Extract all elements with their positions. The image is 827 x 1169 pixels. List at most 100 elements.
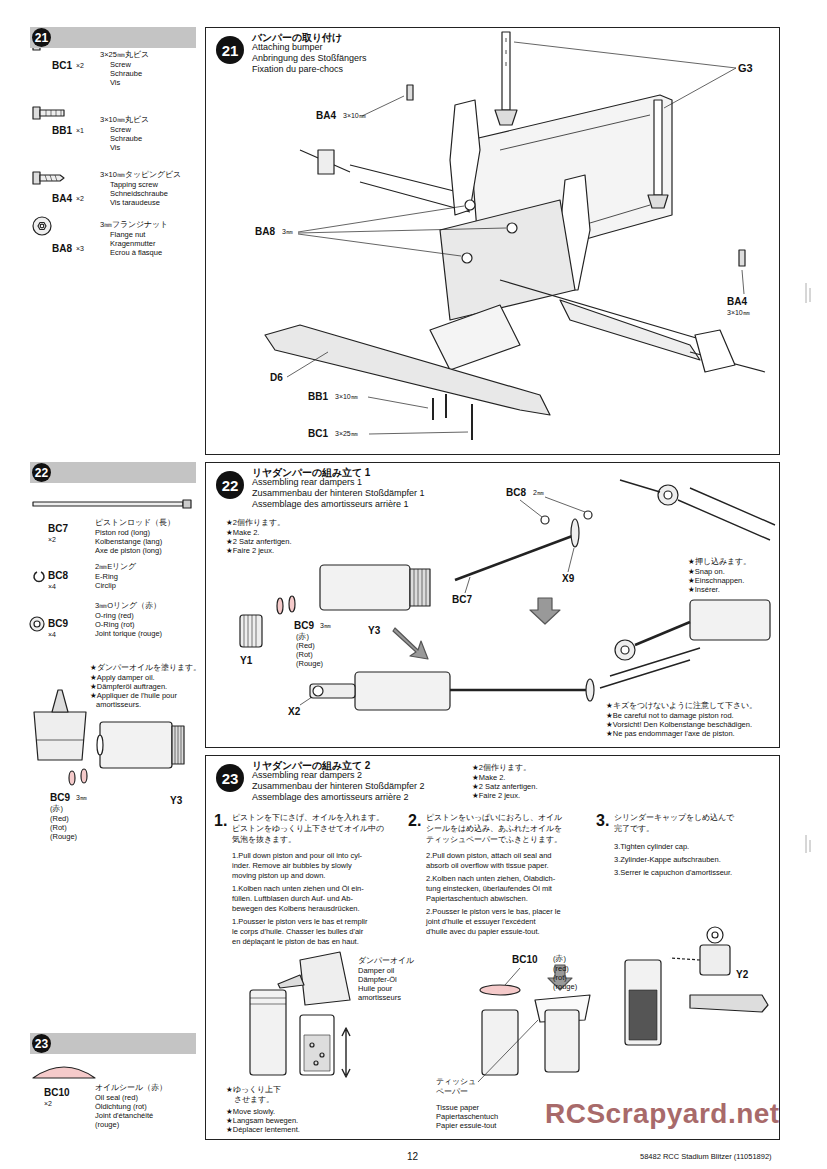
instruction-text: ★Appliquer de l'huile pour [90,692,177,701]
instruction-text: Oil seal (red) [95,1094,138,1103]
part-code: G3 [738,62,753,75]
instruction-text: ティッシュ [436,1078,476,1087]
instruction-text: させます。 [234,1096,274,1105]
part-code: BA8 [255,226,275,238]
instruction-text: 2.Pull down piston, attach oil seal and [426,852,552,861]
instruction-text: ★2個作ります。 [472,764,531,773]
instruction-text: O-Ring (rot) [95,621,135,630]
instruction-text: ★Make 2. [472,774,505,783]
instruction-text: ★2 Satz anfertigen. [472,783,538,792]
step-panel: 23リヤダンパーの組み立て 2Assembling rear dampers 2… [205,755,780,1140]
step-title: Zusammenbau der hinteren Stoßdämpfer 2 [252,782,425,792]
instruction-text: Circlip [95,582,116,591]
part-code: BB1 [52,125,72,137]
instruction-text: Flange nut [110,231,145,240]
part-code: Y3 [368,625,380,637]
footer-text: 12 [407,1151,418,1163]
instruction-text: シリンダーキャップをしめ込んで [614,814,734,823]
instruction-text: ★Faire 2 jeux. [472,792,520,801]
dimension-label: 3×10㎜ [727,309,750,317]
substep-number: 3. [596,812,609,830]
instruction-text: Dämpfer-Öl [358,976,397,985]
step-number-badge: 22 [216,471,244,499]
step-number: 22 [222,477,239,494]
part-code: Y2 [736,969,748,981]
instruction-text: 気泡を抜きます。 [232,836,296,845]
part-code: BC8 [48,570,68,582]
part-code: Y3 [170,795,182,807]
instruction-text: ★Langsam bewegen. [226,1117,298,1126]
instruction-text: ピストンロッド（長） [95,519,175,528]
instruction-text: ★2 Satz anfertigen. [226,538,292,547]
part-code: BC10 [512,954,538,966]
step-number-badge: 23 [32,1034,51,1053]
instruction-text: ★Apply damper oil. [90,674,155,683]
step-title: バンパーの取り付け [252,32,342,43]
instruction-text: Damper oil [358,967,394,976]
instruction-text: ★ダンパーオイルを塗ります。 [90,664,201,673]
part-code: BA8 [52,243,72,255]
instruction-text: Papiertaschentuch [436,1113,498,1122]
instruction-text: (rot) [553,974,567,983]
instruction-text: 3×10㎜丸ビス [100,116,149,125]
substep-number: 2. [408,812,421,830]
part-code: BA4 [52,193,72,205]
instruction-text: le corps d'huile. Chasser les bulles d'a… [232,928,363,937]
instruction-text: ★Vorsicht! Den Kolbenstange beschädigen. [606,721,752,730]
part-code: BB1 [308,391,328,403]
step-number: 22 [35,466,48,480]
instruction-text: オイルシール（赤） [95,1084,167,1093]
step-header-bar: 21 [30,27,196,48]
dimension-label: 3×10㎜ [343,112,366,120]
part-code: Y1 [240,655,252,667]
instruction-text: (rouge) [553,983,577,992]
instruction-text: Joint d'étanchéité [95,1112,153,1121]
step-number-badge: 22 [32,463,51,482]
instruction-text: (Rot) [296,651,313,660]
dimension-label: 2㎜ [533,489,544,497]
instruction-text: moving piston up and down. [232,872,325,881]
dimension-label: ×2 [48,536,56,544]
step-panel: 21バンパーの取り付けAttaching bumperAnbringung de… [205,27,780,455]
instruction-text: Schraube [110,135,142,144]
instruction-text: ★Faire 2 jeux. [226,547,274,556]
part-code: BC1 [308,428,328,440]
instruction-text: ★Move slowly. [226,1108,275,1117]
instruction-text: ティッシュペーパーでふきとります。 [426,836,562,845]
part-code: X9 [562,573,574,585]
instruction-text: (赤) [50,805,63,814]
part-code: X2 [288,706,300,718]
instruction-text: tung einstecken, überlaufendes Öl mit [426,885,552,894]
step-title: Attaching bumper [252,43,323,53]
part-code: D6 [270,372,283,384]
dimension-label: 3㎜ [282,228,293,236]
part-code: BA4 [316,110,336,122]
watermark: RCScrapyard.net [545,1098,780,1130]
step-title: Assembling rear dampers 2 [252,771,362,781]
instruction-text: inder. Remove air bubbles by slowly [232,862,352,871]
dimension-label: 3㎜ [320,622,331,630]
instruction-text: (rouge) [95,1121,119,1130]
instruction-text: Vis taraudeuse [110,199,160,208]
instruction-text: Papier essuie-tout [436,1122,496,1131]
part-code: BC9 [50,792,70,804]
instruction-text: (Red) [50,815,69,824]
part-code: BC8 [506,487,526,499]
instruction-text: 3.Tighten cylinder cap. [614,843,689,852]
instruction-text: ★Snap on. [688,568,725,577]
part-code: BC9 [48,618,68,630]
instruction-text: Schneidschraube [110,190,168,199]
instruction-text: 完了です。 [614,825,654,834]
instruction-text: d'huile avec du papier essuie-tout. [426,928,540,937]
instruction-text: (Red) [296,642,315,651]
part-code: BC7 [48,523,68,535]
step-number-badge: 23 [216,764,244,792]
instruction-text: ★キズをつけないように注意して下さい。 [606,702,757,711]
dimension-label: 3×25㎜ [335,430,358,438]
instruction-text: Screw [110,126,131,135]
instruction-text: 3×25㎜丸ビス [100,51,149,60]
dimension-label: 3㎜ [76,794,87,802]
dimension-label: 3×10㎜ [335,393,358,401]
instruction-text: 1.Pull down piston and pour oil into cyl… [232,852,362,861]
step-title: Assemblage des amortisseurs arrière 1 [252,500,409,510]
